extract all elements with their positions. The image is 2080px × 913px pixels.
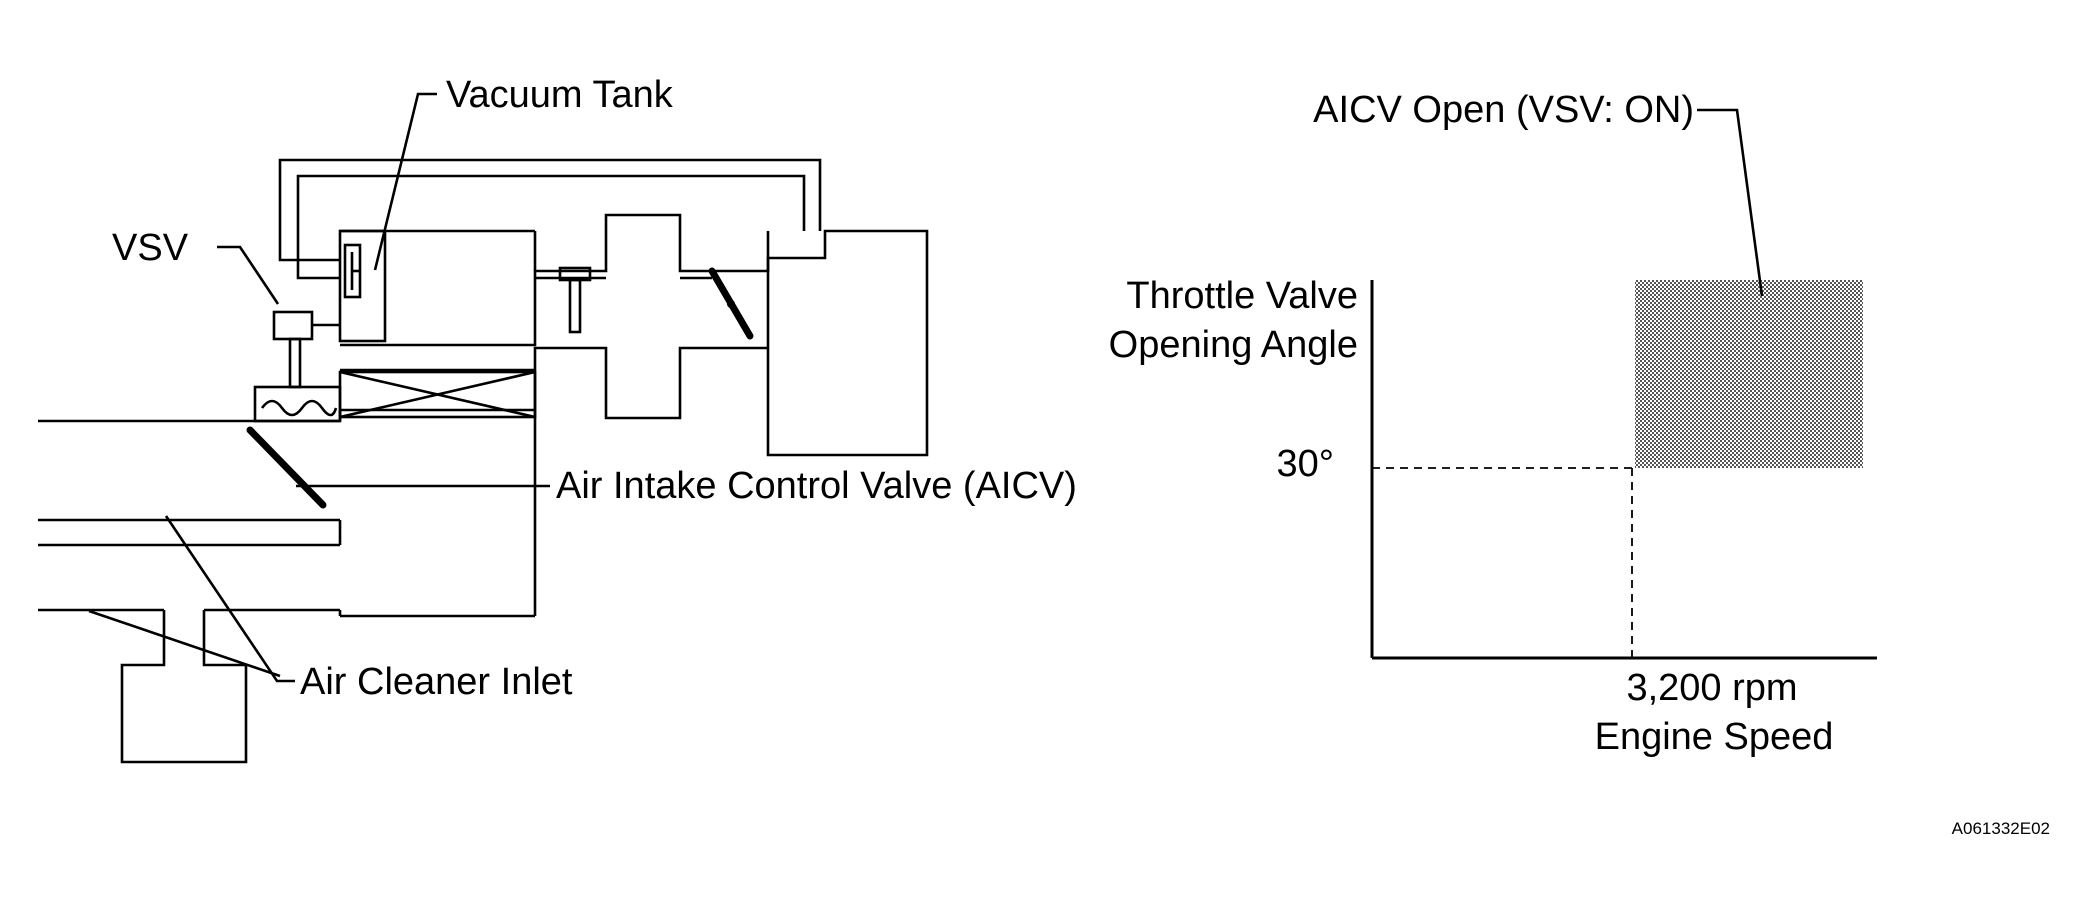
operating-chart: AICV Open (VSV: ON) Throttle Valve Openi… [1109, 89, 1877, 758]
vacuum-hose [278, 158, 822, 280]
x-axis-label: Engine Speed [1595, 716, 1834, 758]
aicv-label: Air Intake Control Valve (AICV) [556, 465, 1077, 507]
vacuum-tank [338, 229, 387, 343]
vsv-valve [253, 310, 342, 423]
figure-reference-id: A061332E02 [1952, 819, 2050, 838]
system-diagram: Vacuum Tank VSV Air Intake Control Valve… [38, 74, 1077, 764]
aicv-open-label: AICV Open (VSV: ON) [1313, 89, 1694, 131]
air-cleaner-inlet-label: Air Cleaner Inlet [300, 661, 573, 703]
y-threshold-label: 30° [1277, 443, 1334, 485]
y-axis-label-line-1: Throttle Valve [1126, 275, 1358, 317]
vsv-label: VSV [112, 227, 189, 269]
leader-lines [88, 92, 550, 683]
air-cleaner-inlet-box [120, 610, 248, 764]
aicv-chamber [338, 370, 537, 419]
region-leader-line [1697, 108, 1764, 297]
aicv-valve-plate [246, 426, 327, 509]
y-axis-label-line-2: Opening Angle [1109, 324, 1358, 366]
intake-duct [38, 408, 537, 618]
x-threshold-label: 3,200 rpm [1626, 667, 1797, 709]
throttle-body [340, 213, 929, 457]
aicv-open-region [1635, 280, 1863, 468]
vacuum-tank-label: Vacuum Tank [446, 74, 674, 116]
